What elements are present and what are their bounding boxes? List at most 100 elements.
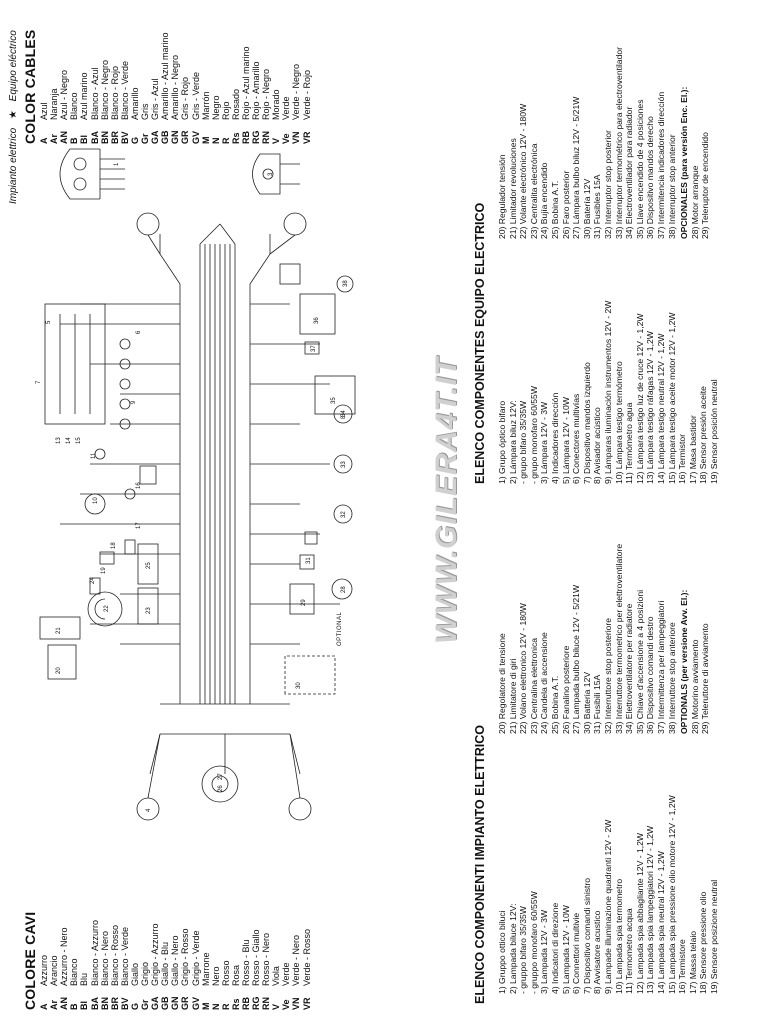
color-name: Marrone	[200, 952, 211, 986]
optional-item: 28) Motor arranque	[689, 165, 700, 239]
component-item: 33) Interruptor termométrico para electr…	[613, 46, 624, 239]
component-item: 20) Regolatore di tensione	[497, 633, 507, 734]
component-item: - grupo monofaro 60/55W	[528, 386, 539, 484]
label-9: 9	[131, 400, 137, 404]
component-item: 31) Fusibles 15A	[592, 174, 603, 240]
label-34: 34	[341, 410, 347, 417]
color-name: Blu	[79, 972, 90, 986]
color-name: Bianco - Verde	[119, 926, 130, 986]
label-31: 31	[306, 557, 312, 564]
color-name: Nero	[210, 966, 221, 986]
legend-row: N Nero	[211, 912, 221, 1010]
color-code: A	[39, 1003, 50, 1011]
label-26: 26	[218, 785, 224, 792]
component-item: 25) Bobina A.T.	[549, 675, 560, 734]
label-25: 25	[146, 562, 152, 569]
color-name: Gris - Azul	[150, 78, 161, 120]
color-code: Rs	[230, 132, 241, 144]
component-item: 15) Lampada spia pressione olio motore 1…	[666, 795, 677, 994]
color-name: Azzurro - Nero	[59, 927, 70, 986]
component-item: - grupo bifaro 35/35W	[518, 400, 529, 484]
legend-it-title: COLORE CAVI	[22, 911, 38, 1010]
color-name: Grigio - Verde	[190, 930, 201, 986]
component-item: 36) Dispositivo comandi destro	[645, 616, 656, 734]
component-item: 2) Lámpara biluz 12V:	[507, 400, 518, 484]
label-38: 38	[343, 280, 349, 287]
label-37: 37	[311, 345, 317, 352]
color-name: Rojo - Azul marino	[240, 46, 251, 120]
color-code: Ve	[281, 133, 292, 144]
component-item: 27) Lámpara bulbo biluz 12V - 5/21W	[571, 96, 582, 239]
color-name: Bianco	[69, 958, 80, 986]
color-code: N	[210, 1003, 221, 1011]
color-code: GB	[160, 996, 171, 1011]
label-1: 1	[114, 162, 120, 166]
component-item: 37) Intermitencia indicadores dirección	[655, 91, 666, 239]
component-item: 12) Lámpara testigo luz de cruce 12V - 1…	[634, 313, 645, 484]
color-name: Amarillo - Negro	[170, 54, 181, 120]
color-name: Blanco - Negro	[99, 59, 110, 120]
component-item: 35) Llave encendido de 4 posiciones	[634, 99, 645, 239]
color-name: Amarillo - Azul marino	[160, 32, 171, 120]
color-name: Bianco - Rosso	[109, 924, 120, 986]
color-name: Rosso - Blu	[240, 939, 251, 986]
optionals-title: OPTIONALS (per versione Avv. El.):	[679, 589, 690, 734]
color-name: Verde	[281, 96, 292, 120]
color-code: RB	[240, 997, 251, 1010]
color-code: BR	[109, 997, 120, 1010]
color-code: Rs	[230, 998, 241, 1010]
color-name: Rosso - Giallo	[251, 929, 262, 986]
color-code: G	[129, 1002, 140, 1010]
color-name: Arancio	[49, 955, 60, 986]
color-code: GA	[150, 130, 161, 145]
label-15: 15	[76, 437, 82, 444]
color-name: Verde - Negro	[291, 63, 302, 120]
color-code: R	[220, 137, 231, 145]
color-code: RN	[261, 997, 272, 1010]
color-name: Verde - Rosso	[301, 928, 312, 986]
component-item: 8) Avvisatore acustico	[592, 910, 603, 994]
label-5: 5	[46, 320, 52, 324]
component-item: 15) Lámpara testigo aceite motor 12V - 1…	[666, 312, 677, 484]
color-name: Azul	[39, 102, 50, 120]
label-22: 22	[104, 605, 110, 612]
optional-item: 29) Teleruttore di avviamento	[700, 623, 711, 734]
component-item: 4) Indicatori di direzione	[549, 902, 560, 994]
label-6: 6	[136, 330, 142, 334]
component-item: 18) Sensor presión aceite	[698, 386, 709, 484]
color-name: Blanco - Verde	[119, 60, 130, 120]
component-item: 24) Bujía encendido	[539, 162, 550, 239]
components-list-it: ELENCO COMPONENTI IMPIANTO ELETTRICO 1) …	[473, 524, 765, 1024]
color-code: BA	[89, 131, 100, 144]
label-3: 3	[268, 172, 274, 176]
color-name: Rosa	[230, 964, 241, 986]
color-name: Viola	[271, 966, 282, 986]
component-item: 6) Conectores multivías	[571, 393, 582, 484]
color-name: Morado	[271, 89, 282, 120]
legend-row: Rs Rosa	[231, 912, 241, 1010]
label-29: 29	[301, 599, 307, 606]
component-item: 1) Gruppo ottico biluci	[497, 910, 507, 994]
label-24: 24	[90, 577, 96, 584]
color-code: Ar	[49, 999, 60, 1010]
color-name: Rojo	[220, 101, 231, 120]
legend-row: R Rojo	[221, 30, 231, 144]
